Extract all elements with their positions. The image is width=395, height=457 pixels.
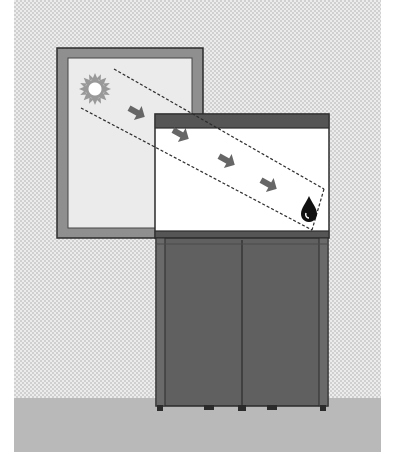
cabinet-foot: [238, 405, 246, 411]
cabinet-foot: [267, 405, 277, 410]
cabinet-foot: [320, 405, 326, 411]
cabinet-foot: [204, 405, 214, 410]
cabinet-foot: [157, 405, 163, 411]
sun-icon: [79, 73, 111, 105]
aquarium-cabinet: [156, 238, 328, 411]
